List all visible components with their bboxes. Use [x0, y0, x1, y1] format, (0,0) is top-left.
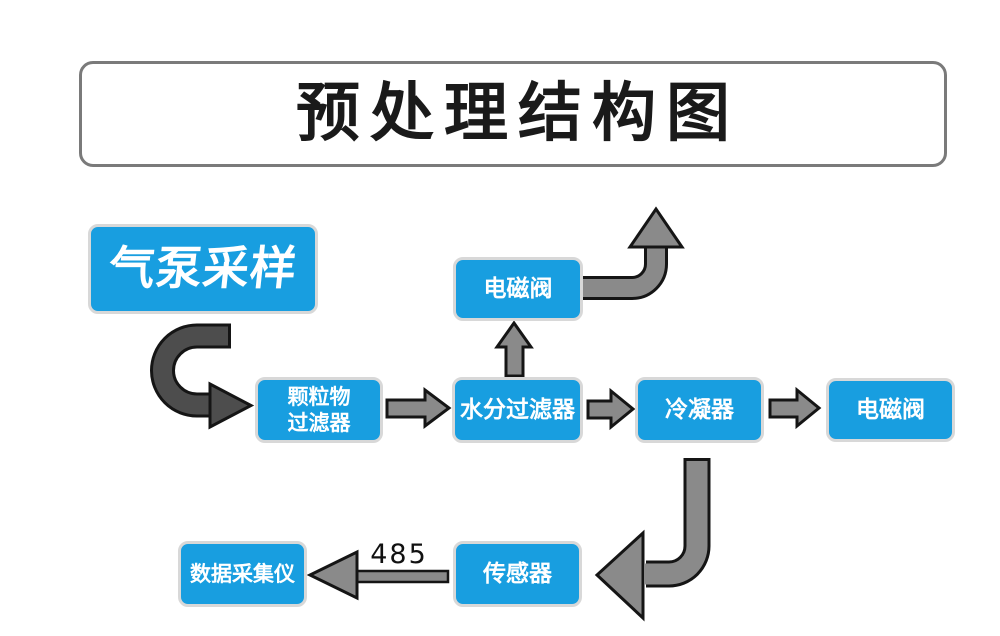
left-arrowhead-icon	[306, 549, 359, 601]
hook-arrow-condenser-to-sensor	[594, 458, 711, 622]
node-label: 数据采集仪	[190, 561, 295, 586]
page-title: 预处理结构图	[296, 77, 740, 151]
node-label: 传感器	[483, 560, 552, 587]
right-arrow-moisture-to-condenser	[586, 387, 636, 431]
node-sensor: 传感器	[453, 541, 582, 607]
right-arrow-condenser-to-valve	[768, 386, 822, 430]
elbow-arrow-outline	[583, 245, 668, 300]
node-solenoid-valve-top: 电磁阀	[453, 257, 583, 321]
hook-arrowhead-icon	[594, 529, 645, 622]
elbow-arrowhead-icon	[627, 206, 685, 249]
node-air-pump-sampling: 气泵采样	[88, 224, 318, 314]
node-solenoid-valve-outlet: 电磁阀	[826, 378, 955, 442]
uturn-arrow-outline	[150, 323, 231, 418]
elbow-arrow-body	[583, 246, 665, 297]
node-condenser: 冷凝器	[635, 377, 764, 443]
uturn-arrow-body	[153, 326, 228, 415]
hook-arrow-body	[645, 461, 708, 585]
node-label-line1: 颗粒物	[287, 384, 351, 409]
elbow-arrow-valve-exhaust	[583, 206, 685, 300]
up-arrow-moisture-to-valve	[494, 320, 534, 378]
node-label: 冷凝器	[665, 396, 734, 423]
left-arrow-shaft	[353, 569, 450, 584]
node-moisture-filter: 水分过滤器	[452, 377, 583, 443]
uturn-arrowhead-icon	[208, 381, 255, 430]
edge-label-485: 485	[370, 539, 428, 570]
hook-arrow-outline	[646, 458, 711, 588]
node-label: 电磁阀	[856, 396, 925, 423]
node-label-line2: 过滤器	[287, 411, 351, 435]
node-label: 气泵采样	[106, 241, 300, 296]
node-label: 电磁阀	[483, 275, 553, 302]
node-data-collector: 数据采集仪	[178, 541, 307, 607]
right-arrow-particulate-to-moisture	[385, 387, 452, 429]
node-particulate-filter: 颗粒物 过滤器	[255, 377, 383, 443]
node-label: 水分过滤器	[460, 396, 575, 423]
title-banner: 预处理结构图	[79, 61, 947, 167]
uturn-arrow-airpump-to-particulate	[150, 323, 255, 430]
